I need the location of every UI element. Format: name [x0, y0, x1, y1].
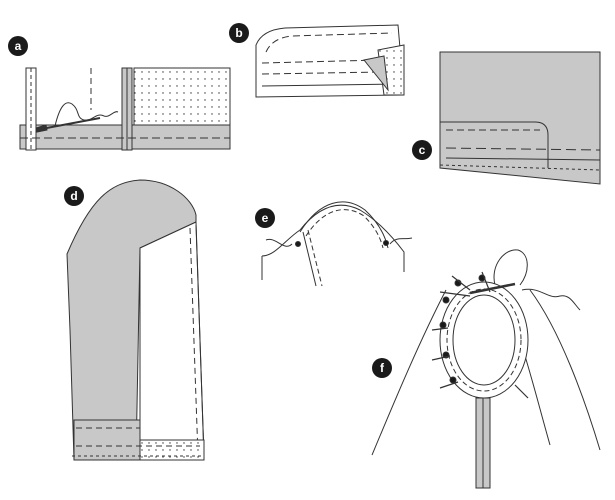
panel-e-drawing — [261, 201, 413, 287]
panel-c-marker: c — [412, 140, 432, 160]
panel-f-marker: f — [372, 358, 392, 378]
panel-e-label: e — [261, 211, 269, 225]
panel-f-drawing — [371, 249, 601, 489]
panel-b-label: b — [235, 26, 243, 40]
panel-a-label: a — [14, 39, 22, 53]
panel-b-marker: b — [229, 23, 249, 43]
panel-e-marker: e — [255, 208, 275, 228]
panel-c-label: c — [418, 143, 426, 157]
panel-c-drawing — [439, 51, 601, 185]
panel-d-label: d — [70, 189, 78, 203]
panel-d-drawing — [66, 179, 205, 461]
panel-a-drawing — [19, 67, 231, 151]
panel-a-marker: a — [8, 36, 28, 56]
panel-d-marker: d — [64, 186, 84, 206]
panel-f-label: f — [380, 361, 384, 375]
panel-b-drawing — [255, 24, 405, 98]
